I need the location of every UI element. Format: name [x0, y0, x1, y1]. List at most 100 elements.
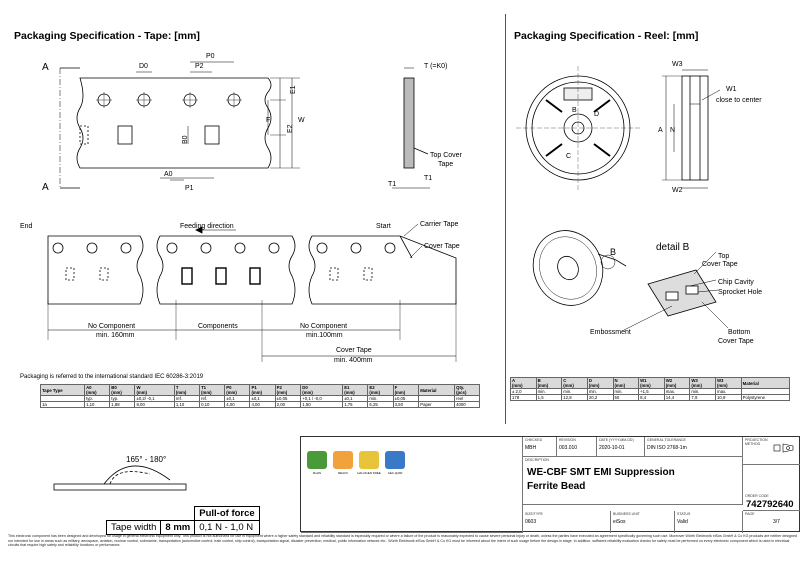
reel-table-cell: 178 [510, 394, 537, 401]
reel-table-header-9: Material [740, 377, 791, 389]
label-reel-a: A [658, 127, 663, 134]
pull-force-table: Pull-of force Tape width 8 mm 0,1 N - 1,… [105, 506, 260, 535]
reel-spec-table: A(mm)B(mm)C(mm)D(mm)N(mm)W1(mm)W2(mm)W3(… [510, 377, 791, 401]
cert-halogen-label: HALOGEN FREE [357, 471, 381, 475]
reel-table-header-6: W2(mm) [663, 377, 691, 389]
label-detail-b: detail B [656, 242, 690, 253]
tape-table-cell: 1,10 [84, 401, 111, 408]
disclaimer-footer: This electronic component has been desig… [8, 534, 797, 548]
reel-table-cell: 50 [612, 394, 640, 401]
tape-table-cell: 1,10 [173, 401, 201, 408]
label-p1: P1 [185, 185, 194, 192]
size-value: 0603 [525, 519, 537, 525]
aec-q200-icon [385, 451, 405, 469]
tape-table-cell: 6,25 [367, 401, 394, 408]
label-chip-cavity: Chip Cavity [718, 279, 754, 286]
label-b0: B0 [182, 135, 189, 144]
tape-table-header-9: D0(mm) [300, 384, 344, 396]
label-cover-tape-2: Cover Tape [336, 347, 372, 354]
tape-table-header-4: T(mm) [173, 384, 201, 396]
reel-table-cell: 14,4 [663, 394, 691, 401]
reel-table-header-2: C(mm) [561, 377, 588, 389]
tape-table-header-8: P2(mm) [274, 384, 302, 396]
label-p0: P0 [206, 53, 215, 60]
label-reel-d: D [594, 111, 599, 118]
label-a0: A0 [164, 171, 173, 178]
revision-label: REVISION [559, 438, 576, 442]
tape-table-cell: 8,00 [134, 401, 175, 408]
date-label: DATE (YYYY-MM-DD) [599, 438, 634, 442]
tape-table-cell: 3,50 [392, 401, 420, 408]
standard-note: Packaging is referred to the internation… [20, 374, 204, 380]
projection-label: PROJECTION METHOD [745, 438, 768, 446]
label-w: W [298, 117, 305, 124]
label-feeding: Feeding direction [180, 223, 234, 230]
label-top-cover-tape: Cover Tape [702, 261, 738, 268]
label-reel-c: C [566, 153, 571, 160]
label-bottom-cover-tape: Cover Tape [718, 338, 754, 345]
tape-table-cell: 1,75 [342, 401, 369, 408]
reel-table-cell: 7,9 [689, 394, 716, 401]
tape-table-header-12: F(mm) [392, 384, 420, 396]
label-start: Start [376, 223, 391, 230]
label-e1: E1 [290, 85, 297, 94]
tape-width-value: 8 mm [160, 520, 196, 535]
peel-angle-drawing: 165° - 180° [53, 455, 187, 491]
tape-table-header-13: Material [418, 384, 456, 396]
tape-table-header-11: E2(mm) [367, 384, 394, 396]
status-value: Valid [677, 519, 688, 525]
label-reel-n: N [670, 127, 675, 134]
page-value: 3/7 [773, 519, 780, 525]
status-label: STATUS [677, 512, 691, 516]
reel-table-cell: 1,5 [535, 394, 563, 401]
label-t: T (=K0) [424, 63, 447, 70]
product-title-2: Ferrite Bead [527, 481, 586, 492]
tape-table-cell: 1a [39, 401, 86, 408]
label-components: Components [198, 323, 238, 330]
halogen-free-icon [359, 451, 379, 469]
tape-drawing: A A D0 P0 P2 B0 A0 P1 E1 F E2 W T (=K0) … [20, 53, 463, 364]
reel-drawing: W3 W1 close to center A N W2 C D B B det… [516, 61, 762, 345]
label-no-component-1: No Component [88, 323, 135, 330]
label-w2: W2 [672, 187, 683, 194]
business-value: eiSos [613, 519, 626, 525]
tape-table-header-10: E1(mm) [342, 384, 369, 396]
size-label: SIZE/TYPE [525, 512, 543, 516]
tape-table-header-14: Qty.(pcs) [454, 384, 480, 396]
cert-rohs-label: RoHS [312, 471, 321, 475]
tape-table-header-2: B0(mm) [109, 384, 136, 396]
label-reel-b: B [572, 107, 577, 114]
tape-table-cell: 4,00 [224, 401, 251, 408]
page-label: PAGE [745, 512, 755, 516]
tape-table-cell: 4,00 [249, 401, 276, 408]
force-value: 0,1 N - 1,0 N [194, 520, 260, 535]
label-bottom: Bottom [728, 329, 750, 336]
product-title-1: WE-CBF SMT EMI Suppression [527, 467, 675, 478]
cert-area: RoHS REACh HALOGEN FREE AEC-Q200 [301, 437, 523, 533]
tape-table-header-6: P0(mm) [224, 384, 251, 396]
tolerance-label: GENERAL TOLERANCE [647, 438, 686, 442]
label-min400: min. 400mm [334, 357, 373, 364]
label-detail-b-marker: B [610, 247, 616, 257]
tape-table-header-5: T1(mm) [199, 384, 226, 396]
tape-table-header-3: W(mm) [134, 384, 175, 396]
reel-table-header-5: W1(mm) [638, 377, 665, 389]
cert-reach-label: REACh [337, 471, 348, 475]
label-tape: Tape [438, 161, 453, 168]
reel-spec-heading: Packaging Specification - Reel: [mm] [514, 30, 699, 42]
rohs-icon [307, 451, 327, 469]
reel-table-cell: Polystyrene [740, 394, 791, 401]
reel-table-header-3: D(mm) [586, 377, 614, 389]
tape-table-header-1: A0(mm) [84, 384, 111, 396]
reel-table-header-4: N(mm) [612, 377, 640, 389]
tape-width-label: Tape width [105, 520, 162, 535]
tape-table-cell: 1,88 [109, 401, 136, 408]
label-top: Top [718, 253, 729, 260]
tape-table-header-0: Tape Type [39, 384, 86, 396]
revision-value: 003.010 [559, 445, 578, 451]
peel-angle: 165° - 180° [126, 455, 166, 464]
